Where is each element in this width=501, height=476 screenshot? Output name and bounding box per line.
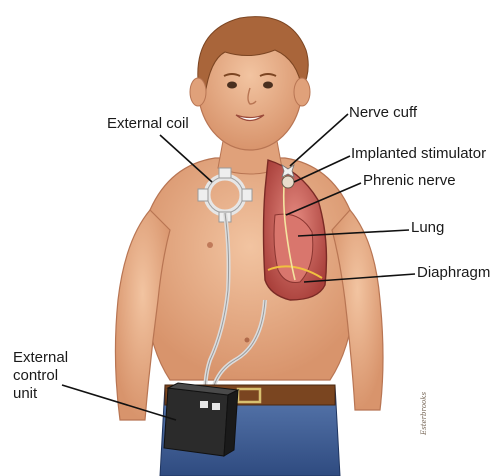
label-diaphragm: Diaphragm	[417, 264, 490, 282]
implanted-stimulator-shape	[282, 176, 294, 188]
label-lung: Lung	[411, 219, 444, 237]
ear	[294, 78, 310, 106]
label-external-control-unit: External control unit	[13, 349, 83, 403]
ear	[190, 78, 206, 106]
label-phrenic-nerve: Phrenic nerve	[363, 172, 456, 190]
eye	[263, 82, 273, 89]
label-external-coil: External coil	[107, 115, 189, 133]
navel	[245, 338, 250, 343]
label-implanted-stimulator: Implanted stimulator	[351, 145, 486, 163]
label-nerve-cuff: Nerve cuff	[349, 104, 417, 122]
leader-nerve-cuff	[290, 114, 348, 166]
artist-signature: Esterbrooks	[420, 392, 428, 435]
eye	[227, 82, 237, 89]
nipple	[207, 242, 213, 248]
